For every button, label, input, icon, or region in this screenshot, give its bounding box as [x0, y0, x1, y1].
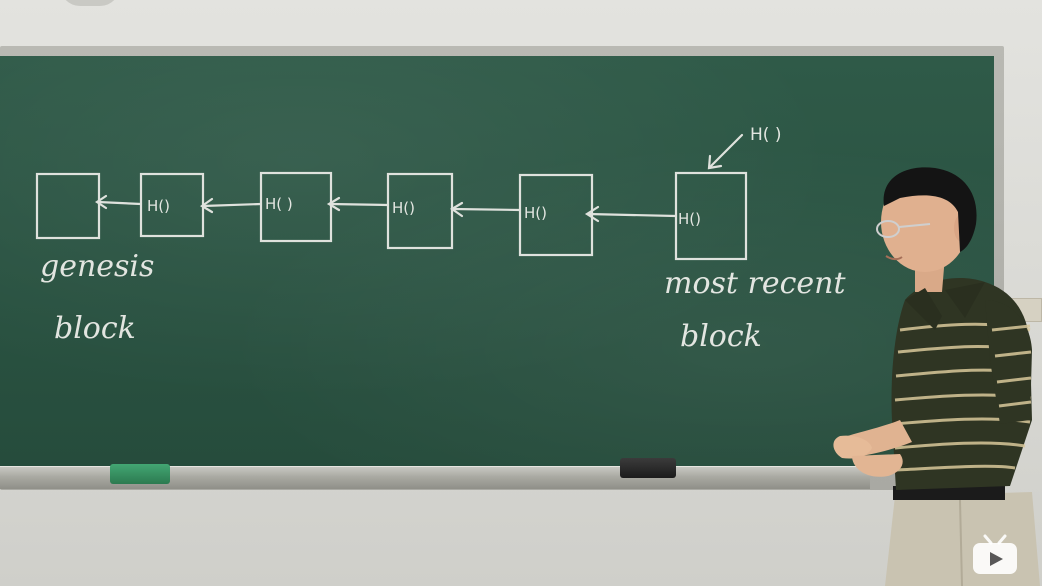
hash-label-1: H() [147, 197, 170, 215]
hash-label-2: H( ) [265, 195, 293, 213]
block-box-3 [259, 171, 333, 243]
recent-label-line2: block [680, 319, 762, 354]
genesis-label-line1: genesis [40, 249, 154, 284]
block-box-4 [386, 172, 454, 250]
hash-label-4: H() [524, 204, 547, 222]
pointer-hash-label: H( ) [750, 125, 781, 145]
ceiling-lamp [60, 0, 120, 6]
arrow-5 [584, 205, 678, 223]
hash-label-5: H() [678, 210, 701, 228]
genesis-label-line2: block [54, 311, 136, 346]
recent-label-line1: most recent [664, 266, 846, 301]
arrow-2 [199, 197, 263, 214]
green-eraser [110, 464, 170, 484]
arrow-3 [326, 196, 390, 212]
genesis-block-box [35, 172, 101, 240]
pointer-arrow [707, 133, 744, 170]
arrow-1 [95, 194, 143, 210]
black-eraser [620, 458, 676, 478]
hash-label-3: H() [392, 199, 415, 217]
chalkboard [0, 56, 994, 470]
arrow-4 [449, 201, 522, 218]
tv-logo-icon [973, 534, 1017, 574]
